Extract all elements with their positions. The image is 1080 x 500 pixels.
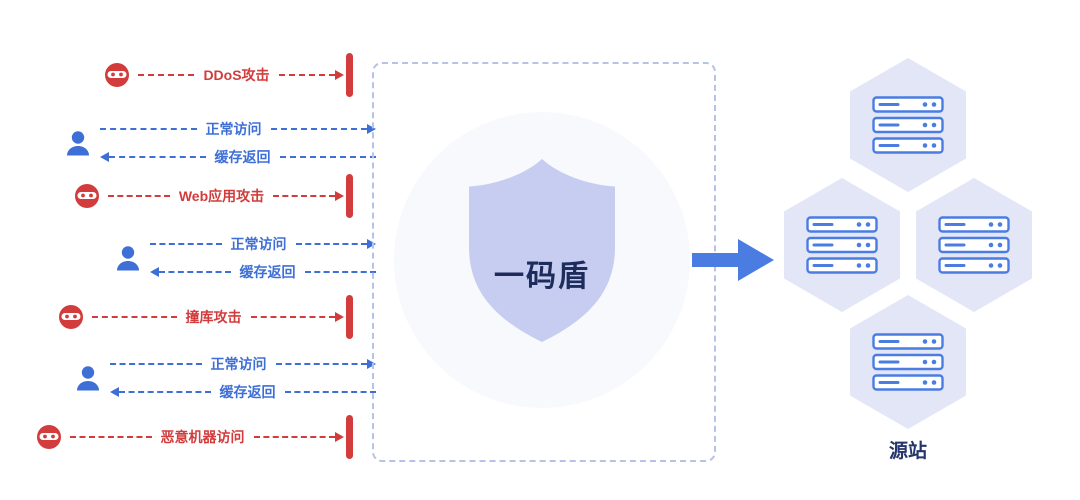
dashed-line [70, 436, 152, 438]
access-label: 正常访问 [205, 121, 262, 137]
return-label: 缓存返回 [239, 264, 296, 280]
normal-flow-3: 正常访问 缓存返回 [74, 357, 376, 399]
arrowhead-icon [100, 152, 109, 162]
dashed-line [119, 391, 211, 393]
attack-label: Web应用攻击 [178, 188, 265, 204]
dashed-line [270, 128, 367, 130]
dashed-line [109, 156, 206, 158]
dashed-line [138, 74, 195, 76]
attack-label: DDoS攻击 [203, 67, 270, 83]
return-arrow: 缓存返回 [150, 265, 376, 279]
attacker-icon [37, 425, 61, 449]
dashed-line [304, 271, 376, 273]
dashed-line [253, 436, 335, 438]
attack-flow-webapp: Web应用攻击 [74, 182, 344, 210]
flow-lines: 正常访问 缓存返回 [100, 122, 376, 164]
origin-hex-top [850, 58, 966, 192]
dashed-line [110, 363, 202, 365]
attack-arrow: 恶意机器访问 [70, 430, 344, 444]
dashed-line [159, 271, 231, 273]
server-icon [872, 333, 944, 391]
dashed-line [275, 363, 367, 365]
user-icon [77, 366, 99, 391]
normal-flow-1: 正常访问 缓存返回 [64, 122, 376, 164]
return-label: 缓存返回 [214, 149, 271, 165]
arrowhead-icon [150, 267, 159, 277]
arrowhead-icon [367, 359, 376, 369]
return-arrow: 缓存返回 [110, 385, 376, 399]
dashed-line [273, 195, 335, 197]
attack-arrow: 撞库攻击 [92, 310, 344, 324]
to-origin-arrow-icon [692, 239, 774, 281]
dashed-line [250, 316, 335, 318]
attack-arrow: Web应用攻击 [108, 189, 344, 203]
dashed-line [92, 316, 177, 318]
block-bar [346, 415, 353, 459]
origin-hex-left [784, 178, 900, 312]
arrowhead-icon [367, 124, 376, 134]
access-label: 正常访问 [230, 236, 287, 252]
access-arrow: 正常访问 [100, 122, 376, 136]
shield-icon [469, 159, 615, 342]
arrowhead-icon [367, 239, 376, 249]
server-icon [806, 216, 878, 274]
block-bar [346, 174, 353, 218]
attack-label: 恶意机器访问 [160, 429, 245, 445]
arrowhead-icon [335, 70, 344, 80]
arrowhead-icon [335, 191, 344, 201]
attacker-icon [59, 305, 83, 329]
shield-product-name: 一码盾 [494, 260, 590, 293]
attack-flow-ddos: DDoS攻击 [104, 61, 344, 89]
attack-flow-bot: 恶意机器访问 [36, 423, 344, 451]
origin-hex-right [916, 178, 1032, 312]
arrowhead-icon [335, 432, 344, 442]
attacker-icon [105, 63, 129, 87]
access-arrow: 正常访问 [110, 357, 376, 371]
return-label: 缓存返回 [219, 384, 276, 400]
dashed-line [100, 128, 197, 130]
attack-arrow: DDoS攻击 [138, 68, 344, 82]
dashed-line [108, 195, 170, 197]
attack-flow-credential: 撞库攻击 [58, 303, 344, 331]
user-icon [117, 246, 139, 271]
return-arrow: 缓存返回 [100, 150, 376, 164]
arrowhead-icon [110, 387, 119, 397]
server-icon [938, 216, 1010, 274]
attacker-icon [75, 184, 99, 208]
access-label: 正常访问 [210, 356, 267, 372]
dashed-line [295, 243, 367, 245]
arrowhead-icon [335, 312, 344, 322]
dashed-line [284, 391, 376, 393]
shield: 一码盾 [462, 155, 622, 345]
block-bar [346, 295, 353, 339]
flow-lines: 正常访问 缓存返回 [110, 357, 376, 399]
normal-flow-2: 正常访问 缓存返回 [114, 237, 376, 279]
user-icon [67, 131, 89, 156]
dashed-line [150, 243, 222, 245]
flow-lines: 正常访问 缓存返回 [150, 237, 376, 279]
origin-hex-bottom [850, 295, 966, 429]
block-bar [346, 53, 353, 97]
server-icon [872, 96, 944, 154]
attack-label: 撞库攻击 [185, 309, 242, 325]
origin-site-label: 源站 [888, 441, 927, 462]
dashed-line [279, 156, 376, 158]
dashed-line [278, 74, 335, 76]
access-arrow: 正常访问 [150, 237, 376, 251]
